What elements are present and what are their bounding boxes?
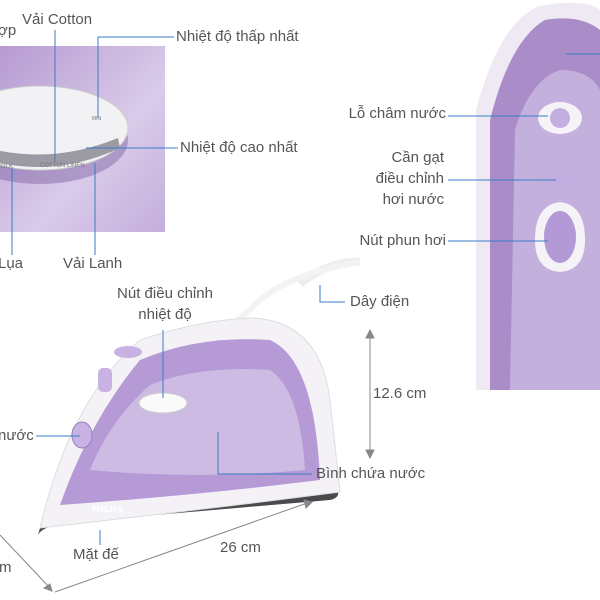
label-steam-lever-line1: Cần gạt [391, 149, 444, 166]
label-power-cord: Dây điện [350, 293, 410, 310]
brand-logo: PHILIPS [92, 505, 124, 514]
dial-mark-cotton: COTTON LINEN [40, 163, 85, 169]
label-temp-knob-line2: nhiệt độ [138, 306, 192, 323]
label-min-temp: Nhiệt độ thấp nhất [176, 28, 299, 45]
label-spray-button: Nút phun hơi [359, 232, 446, 249]
dial-mark-min: MIN [92, 116, 102, 122]
label-temp-knob-line1: Nút điều chỉnh [117, 285, 213, 302]
label-height: 12.6 cm [373, 385, 427, 402]
label-steam-lever-line2: điều chỉnh [375, 170, 444, 187]
label-water-inlet: Lỗ châm nước [348, 105, 446, 122]
label-max-temp: Nhiệt độ cao nhất [180, 139, 298, 156]
label-water-tank: Bình chứa nước [316, 465, 426, 482]
dial-mark-silk: SILK [0, 164, 13, 170]
label-partial-width: m [0, 559, 12, 576]
label-cotton: Vải Cotton [22, 11, 93, 28]
label-silk: Lụa [0, 255, 24, 272]
iron-top-view [476, 2, 600, 391]
label-linen: Vải Lanh [63, 255, 123, 272]
label-length: 26 cm [220, 539, 261, 556]
label-soleplate: Mặt đế [73, 546, 119, 563]
label-partial-left: nước [0, 427, 34, 444]
dimension-lines [0, 328, 375, 593]
dial-inset-photo: SILK COTTON LINEN MIN [0, 46, 165, 232]
leader-lines [11, 30, 600, 545]
iron-side-view: PHILIPS [38, 257, 361, 535]
label-steam-lever-line3: hơi nước [382, 191, 444, 208]
label-partial-top-left: ợp [0, 22, 17, 39]
